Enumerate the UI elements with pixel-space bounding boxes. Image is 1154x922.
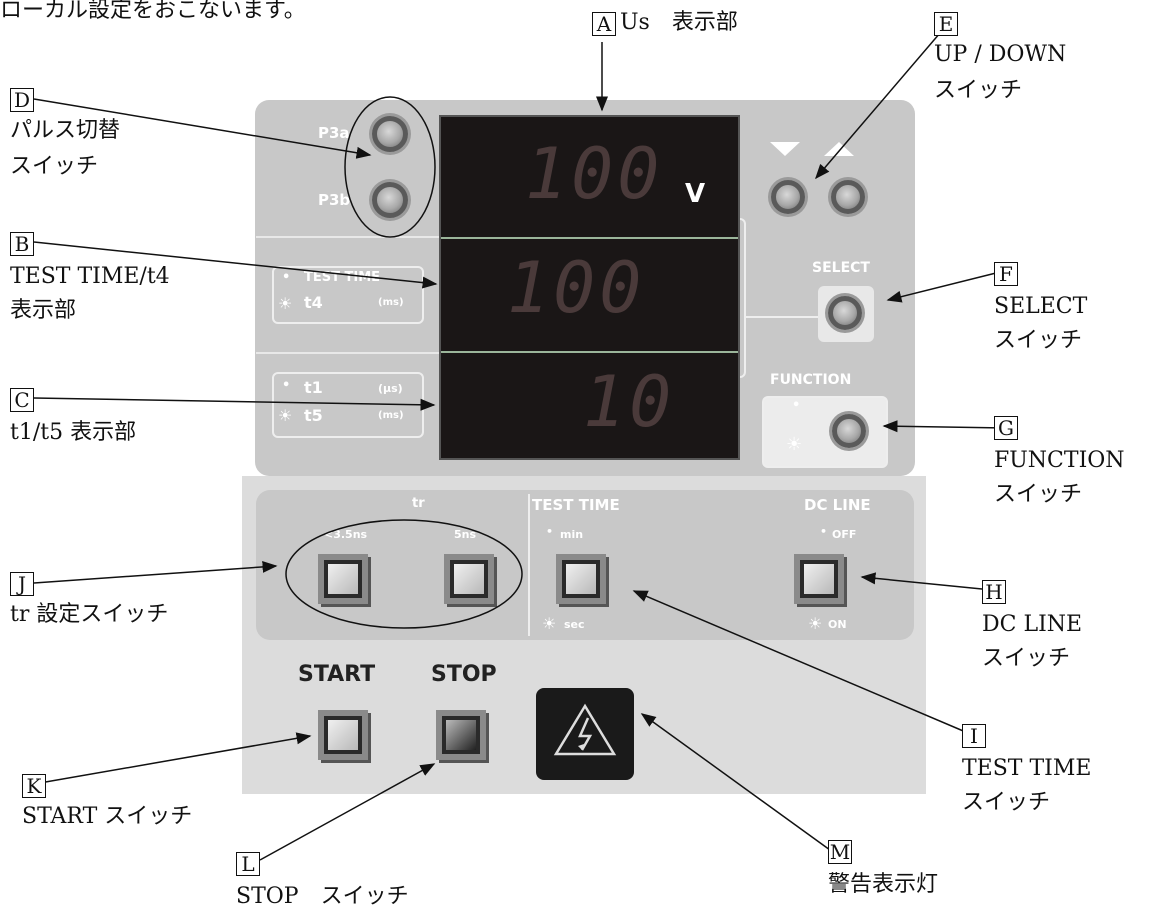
- callout-k-box: K: [22, 774, 46, 798]
- dc-line-label: DC LINE: [804, 496, 871, 514]
- callout-f-line1: SELECT: [994, 294, 1088, 319]
- callout-l-line1: STOP スイッチ: [236, 884, 409, 909]
- callout-c-line1: t1/t5 表示部: [10, 420, 137, 445]
- up-button[interactable]: [831, 180, 865, 214]
- bracket: [736, 218, 746, 378]
- sec-label: sec: [564, 618, 585, 631]
- callout-e-box: E: [934, 12, 958, 36]
- t4-label: t4: [304, 293, 323, 312]
- p3b-button[interactable]: [372, 182, 408, 218]
- callout-i-line1: TEST TIME: [962, 756, 1092, 781]
- high-voltage-warning-icon: [553, 703, 617, 756]
- time-display: 100: [507, 247, 646, 329]
- down-up-arrows-icon: [770, 142, 854, 156]
- callout-c-box: C: [10, 388, 34, 412]
- tr-opt2: 5ns: [454, 528, 477, 541]
- callout-g-line2: スイッチ: [994, 482, 1083, 507]
- callout-e-line2: スイッチ: [934, 78, 1023, 103]
- callout-l-box: L: [236, 852, 260, 876]
- divider: [528, 494, 530, 636]
- warning-lamp: [536, 688, 634, 780]
- callout-m-line1: 警告表示灯: [828, 872, 939, 897]
- callout-d-line1: パルス切替: [10, 118, 121, 143]
- callout-b-line1: TEST TIME/t4: [10, 264, 170, 289]
- on-label: ON: [828, 618, 847, 631]
- callout-h-line2: スイッチ: [982, 646, 1071, 671]
- t1-display: 10: [583, 361, 676, 443]
- callout-a-box: A: [592, 12, 616, 36]
- sun-icon: ☀: [542, 614, 557, 633]
- function-label: FUNCTION: [770, 372, 852, 388]
- callout-b-line2: 表示部: [10, 298, 77, 323]
- callout-i-line2: スイッチ: [962, 790, 1051, 815]
- callout-d-line2: スイッチ: [10, 154, 99, 179]
- sun-icon: ☀: [808, 614, 823, 633]
- t1-label: t1: [304, 378, 323, 397]
- callout-e-line1: UP / DOWN: [934, 42, 1067, 67]
- ms-label: (ms): [378, 410, 404, 421]
- min-label: min: [560, 528, 584, 541]
- stop-label: STOP: [431, 662, 497, 687]
- start-label: START: [298, 662, 376, 687]
- p3b-label: P3b: [318, 191, 351, 209]
- off-label: OFF: [832, 528, 857, 541]
- us-display: 100: [525, 133, 664, 215]
- test-time-label: TEST TIME: [304, 270, 381, 285]
- test-time-switch-label: TEST TIME: [532, 496, 620, 514]
- bracket-line: [746, 316, 822, 318]
- callout-d-box: D: [10, 88, 34, 112]
- function-button[interactable]: [832, 414, 866, 448]
- callout-g-box: G: [994, 416, 1018, 440]
- p3a-label: P3a: [318, 124, 350, 142]
- callout-h-line1: DC LINE: [982, 612, 1083, 637]
- callout-g-line1: FUNCTION: [994, 448, 1125, 473]
- test-time-button[interactable]: [562, 560, 600, 598]
- sun-icon: ☀: [278, 294, 293, 313]
- sun-icon: ☀: [786, 434, 803, 455]
- callout-j-box: J: [10, 572, 34, 596]
- dc-line-button[interactable]: [800, 560, 838, 598]
- select-label: SELECT: [812, 260, 870, 276]
- stop-button[interactable]: [442, 716, 480, 754]
- callout-f-box: F: [994, 262, 1018, 286]
- divider: [256, 236, 440, 238]
- ms-label: (ms): [378, 297, 404, 308]
- t5-label: t5: [304, 406, 323, 425]
- function-frame: • ☀: [762, 396, 888, 468]
- intro-text: ローカル設定をおこないます。: [0, 0, 306, 23]
- lcd-display: 100 V 100 10: [439, 115, 740, 460]
- callout-h-box: H: [982, 580, 1006, 604]
- callout-b-box: B: [10, 232, 34, 256]
- select-button[interactable]: [828, 296, 862, 330]
- callout-m-box: M: [828, 840, 852, 864]
- tr-3-5ns-button[interactable]: [324, 560, 362, 598]
- sun-icon: ☀: [278, 406, 293, 425]
- callout-j-line1: tr 設定スイッチ: [10, 602, 169, 627]
- callout-k-line1: START スイッチ: [22, 804, 193, 829]
- j-ellipse: [285, 519, 523, 629]
- down-button[interactable]: [771, 180, 805, 214]
- tr-opt1: <3.5ns: [324, 528, 368, 541]
- p3a-button[interactable]: [372, 116, 408, 152]
- us-label: (μs): [378, 382, 403, 395]
- divider: [256, 352, 440, 354]
- callout-a-text: Us 表示部: [620, 10, 738, 35]
- callout-i-box: I: [962, 724, 986, 748]
- tr-5ns-button[interactable]: [450, 560, 488, 598]
- d-ellipse: [344, 96, 436, 238]
- tr-label: tr: [412, 496, 425, 511]
- t4-label-box: • TEST TIME ☀ t4 (ms): [272, 266, 424, 324]
- callout-f-line2: スイッチ: [994, 328, 1083, 353]
- unit-v: V: [685, 179, 706, 209]
- start-button[interactable]: [324, 716, 362, 754]
